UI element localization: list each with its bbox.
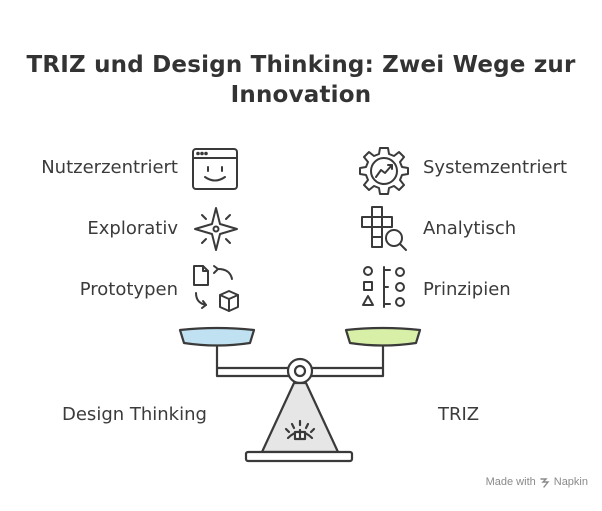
left-scale-label: Design Thinking (62, 404, 207, 425)
left-item-label-2: Explorativ (87, 218, 178, 239)
right-item-label-2: Analytisch (423, 218, 517, 239)
right-pan-bowl (344, 326, 422, 347)
balance-scale (170, 320, 440, 470)
left-item-label-3: Prototypen (79, 279, 178, 300)
title-line-2: Innovation (230, 82, 372, 108)
browser-smiley-icon (190, 146, 240, 192)
compass-star-icon (191, 205, 241, 253)
right-item-label-1: Systemzentriert (423, 157, 568, 178)
left-item-label-1: Nutzerzentriert (41, 157, 178, 178)
shapes-list-icon (360, 264, 410, 310)
page-title: TRIZ und Design Thinking: Zwei Wege zur … (0, 50, 602, 110)
made-with-text: Made with (485, 476, 536, 488)
napkin-logo-icon (540, 477, 550, 488)
right-scale-label: TRIZ (438, 404, 480, 425)
left-pan-bowl (178, 326, 256, 347)
footer-attribution[interactable]: Made with Napkin (486, 476, 588, 488)
napkin-brand-text: Napkin (553, 476, 588, 488)
right-item-label-3: Prinzipien (423, 279, 511, 300)
right-pan (344, 326, 422, 347)
gear-chart-icon (358, 144, 410, 196)
title-line-1: TRIZ und Design Thinking: Zwei Wege zur (26, 52, 576, 78)
document-to-cube-icon (190, 263, 242, 315)
left-pan (178, 326, 256, 347)
grid-magnifier-icon (358, 204, 410, 254)
